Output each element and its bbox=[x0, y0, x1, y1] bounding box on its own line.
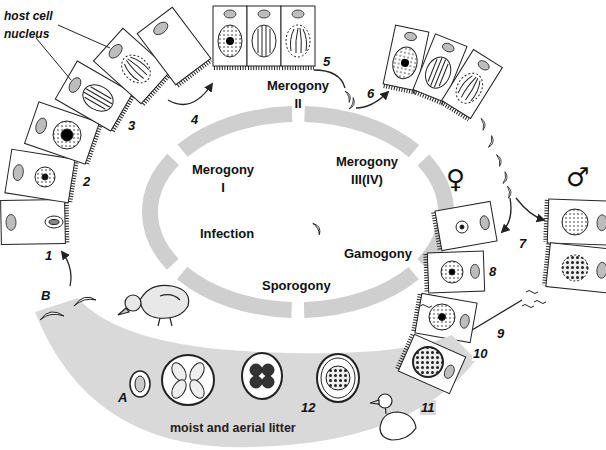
text-anchor: ♀ bbox=[446, 164, 465, 194]
text-anchor: Merogony III(IV) bbox=[334, 152, 400, 188]
stage-label: Sporogony bbox=[262, 278, 331, 293]
text-anchor: 7 bbox=[518, 234, 527, 252]
host-cells-merogony-3 bbox=[383, 25, 503, 120]
text-anchor: 2 bbox=[82, 172, 91, 190]
text-anchor: 6 bbox=[366, 84, 375, 102]
oocyst-unsporulated bbox=[317, 354, 359, 402]
stage-label: Merogony I bbox=[192, 162, 254, 195]
oocyst-sporulated bbox=[162, 355, 214, 405]
callout-number: 6 bbox=[366, 86, 375, 101]
parasite-stages-merogony-1 bbox=[35, 49, 156, 228]
text-anchor: Infection bbox=[200, 224, 254, 242]
text-anchor: 5 bbox=[322, 52, 331, 70]
callout-number: 10 bbox=[472, 346, 488, 361]
text-anchor: Gamogony bbox=[344, 244, 412, 262]
sex-symbol: ♀ bbox=[446, 164, 465, 194]
callout-number: 7 bbox=[518, 236, 527, 251]
callout-number: 5 bbox=[322, 54, 331, 69]
text-anchor: 12 bbox=[300, 398, 316, 416]
callout-letter: B bbox=[40, 288, 51, 303]
stage-label: Infection bbox=[200, 226, 254, 241]
callout-number: 1 bbox=[44, 248, 53, 263]
text-anchor: 11 bbox=[420, 398, 436, 416]
text-anchor: B bbox=[40, 286, 51, 304]
litter-band-shape bbox=[35, 298, 476, 447]
duckling bbox=[118, 285, 189, 326]
text-anchor: 3 bbox=[127, 116, 136, 134]
text-anchor: 4 bbox=[190, 110, 199, 128]
host-cells-merogony-2 bbox=[213, 6, 315, 68]
oocyst-small bbox=[130, 371, 150, 397]
text-anchor: Merogony II bbox=[263, 76, 333, 112]
host-cells-merogony-1 bbox=[1, 7, 212, 244]
stage-label: Merogony III(IV) bbox=[336, 154, 398, 187]
adult-duck bbox=[370, 394, 416, 440]
callout-number: 4 bbox=[190, 112, 199, 127]
band-label: moist and aerial litter bbox=[170, 421, 296, 435]
text-anchor: ♂ bbox=[566, 162, 589, 192]
sex-symbol: ♂ bbox=[566, 162, 589, 192]
stage-label: Gamogony bbox=[344, 246, 412, 261]
text-anchor: A bbox=[117, 388, 128, 406]
female-gamont-cells bbox=[413, 201, 497, 342]
callout-number: 3 bbox=[127, 118, 136, 133]
callout-number: 9 bbox=[496, 326, 505, 341]
text-anchor: moist and aerial litter bbox=[170, 418, 296, 436]
text-anchor: 8 bbox=[488, 262, 497, 280]
part-label: host cell nucleus bbox=[4, 9, 53, 41]
callout-number: 11 bbox=[420, 400, 436, 415]
text-anchor: 1 bbox=[44, 246, 53, 264]
text-anchor: host cell nucleus bbox=[4, 6, 68, 42]
cycle-ring bbox=[150, 114, 446, 310]
oocyst-sporulating bbox=[242, 353, 282, 399]
text-anchor: Sporogony bbox=[262, 276, 331, 294]
callout-number: 2 bbox=[82, 174, 91, 189]
text-anchor: 10 bbox=[472, 344, 488, 362]
cycle-arrows bbox=[62, 70, 544, 336]
text-anchor: Merogony I bbox=[190, 160, 256, 196]
callout-letter: A bbox=[117, 390, 128, 405]
text-anchor: 9 bbox=[496, 324, 505, 342]
callout-number: 12 bbox=[300, 400, 316, 415]
free-merozoite bbox=[313, 222, 322, 235]
callout-number: 8 bbox=[488, 264, 497, 279]
stage-label: Merogony II bbox=[267, 78, 329, 111]
zygote-cell bbox=[396, 334, 465, 394]
male-gamont-cells bbox=[522, 199, 606, 308]
